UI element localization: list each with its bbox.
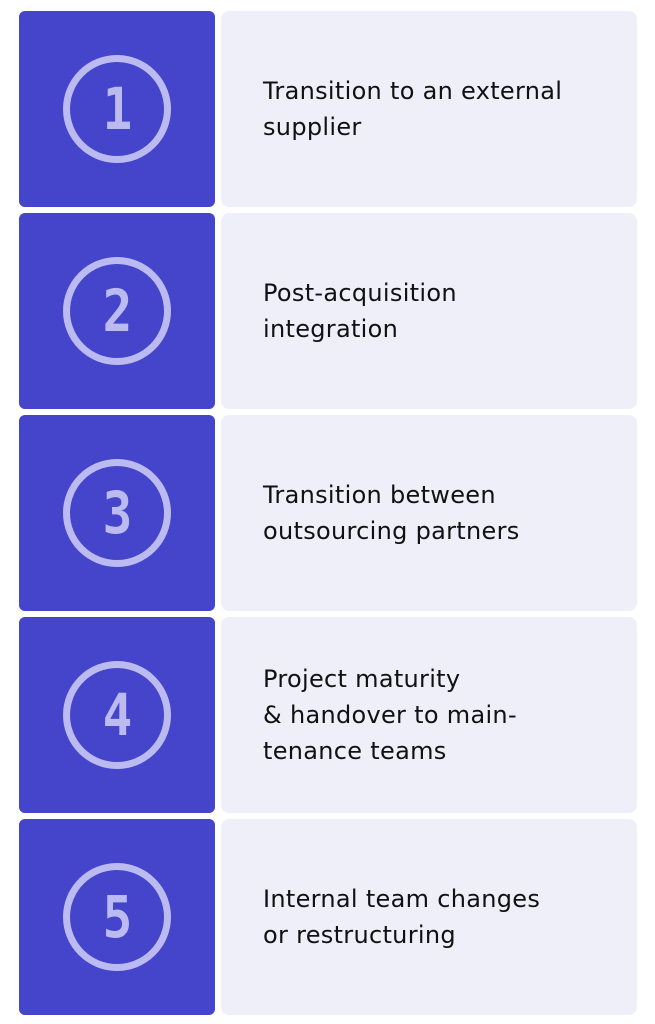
item-number: 5 [102,883,132,951]
number-tile: 2 [19,213,215,409]
item-label: Internal team changes or restructuring [263,885,541,949]
number-tile: 1 [19,11,215,207]
item-number: 1 [102,75,132,143]
number-circle-icon: 5 [63,863,171,971]
item-number: 3 [102,479,132,547]
list-item: 1 Transition to an external supplier [19,11,637,207]
number-tile: 5 [19,819,215,1015]
text-tile: Transition to an external supplier [221,11,637,207]
number-circle-icon: 1 [63,55,171,163]
item-label: Project maturity & handover to main- ten… [263,665,517,765]
number-circle-icon: 2 [63,257,171,365]
item-number: 2 [102,277,132,345]
item-label: Transition between outsourcing partners [263,481,520,545]
number-circle-icon: 4 [63,661,171,769]
item-label: Post-acquisition integration [263,279,457,343]
number-circle-icon: 3 [63,459,171,567]
list-item: 3 Transition between outsourcing partner… [19,415,637,611]
text-tile: Post-acquisition integration [221,213,637,409]
list-item: 4 Project maturity & handover to main- t… [19,617,637,813]
item-label: Transition to an external supplier [263,77,563,141]
text-tile: Project maturity & handover to main- ten… [221,617,637,813]
text-tile: Transition between outsourcing partners [221,415,637,611]
number-tile: 3 [19,415,215,611]
item-number: 4 [102,681,132,749]
list-item: 5 Internal team changes or restructuring [19,819,637,1015]
text-tile: Internal team changes or restructuring [221,819,637,1015]
scenario-list: 1 Transition to an external supplier 2 P… [19,11,637,1015]
list-item: 2 Post-acquisition integration [19,213,637,409]
number-tile: 4 [19,617,215,813]
